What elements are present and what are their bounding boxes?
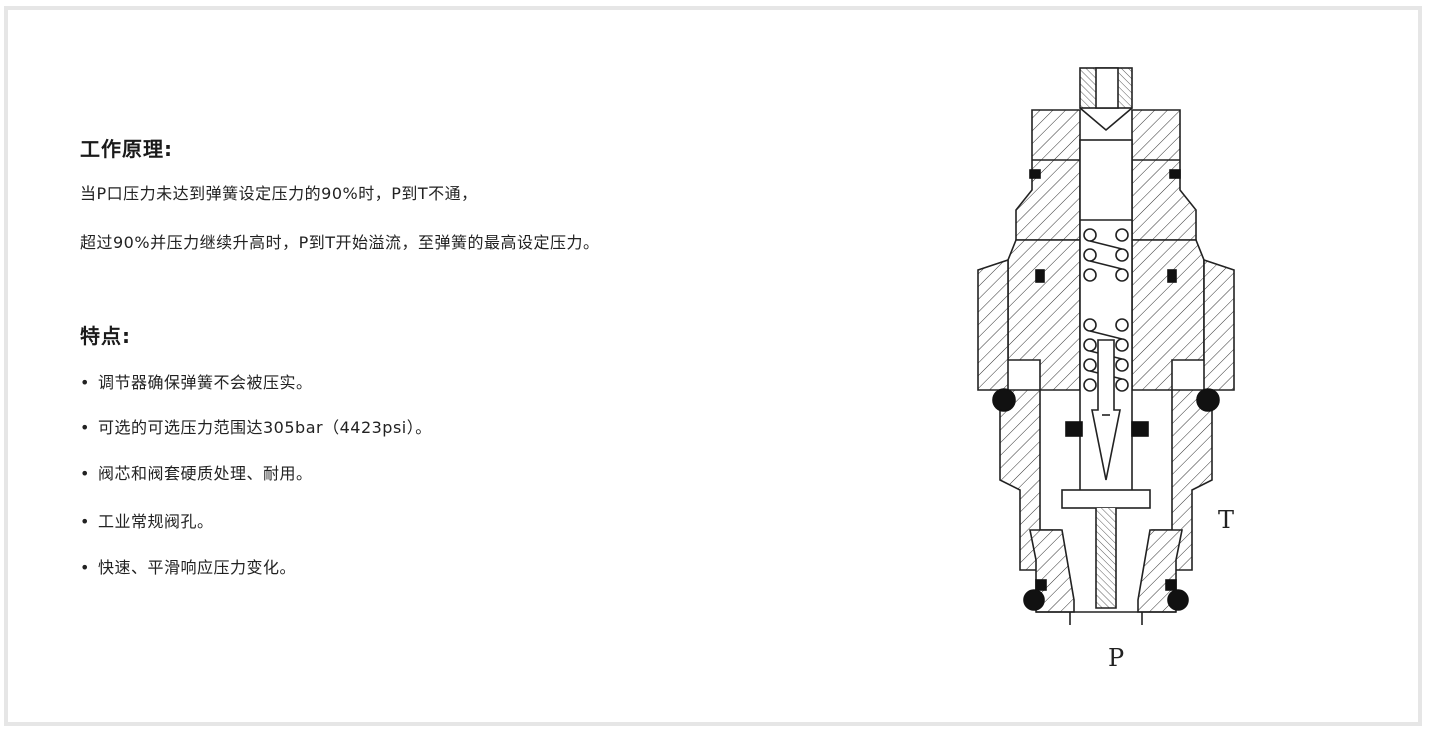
bullet-dot: • (80, 418, 90, 437)
poppet (1091, 339, 1121, 481)
port-p-label: P (1108, 644, 1124, 672)
bullet-dot: • (80, 373, 90, 392)
feature-text: 调节器确保弹簧不会被压实。 (98, 373, 313, 392)
feature-text: 工业常规阀孔。 (98, 512, 214, 531)
bullet-dot: • (80, 512, 90, 531)
valve-cross-section-diagram: T P (977, 67, 1235, 672)
port-t-label: T (1218, 506, 1234, 534)
o-rings (992, 388, 1220, 611)
upper-spring (1083, 228, 1129, 282)
feature-item: • 可选的可选压力范围达305bar（4423psi）。 (80, 414, 432, 438)
feature-item: • 阀芯和阀套硬质处理、耐用。 (80, 460, 313, 484)
feature-item: • 工业常规阀孔。 (80, 508, 214, 532)
features-heading: 特点: (80, 324, 131, 348)
principle-line-2: 超过90%并压力继续升高时，P到T开始溢流，至弹簧的最高设定压力。 (80, 233, 600, 252)
upper-nut (1015, 109, 1081, 241)
feature-text: 可选的可选压力范围达305bar（4423psi）。 (98, 418, 432, 437)
bullet-dot: • (80, 558, 90, 577)
feature-item: • 快速、平滑响应压力变化。 (80, 554, 296, 578)
feature-text: 阀芯和阀套硬质处理、耐用。 (98, 464, 313, 483)
bullet-dot: • (80, 464, 90, 483)
valve-body (1007, 239, 1081, 391)
feature-item: • 调节器确保弹簧不会被压实。 (80, 369, 313, 393)
principle-line-1: 当P口压力未达到弹簧设定压力的90%时，P到T不通， (80, 184, 478, 203)
feature-text: 快速、平滑响应压力变化。 (98, 558, 297, 577)
principle-heading: 工作原理: (80, 137, 173, 161)
